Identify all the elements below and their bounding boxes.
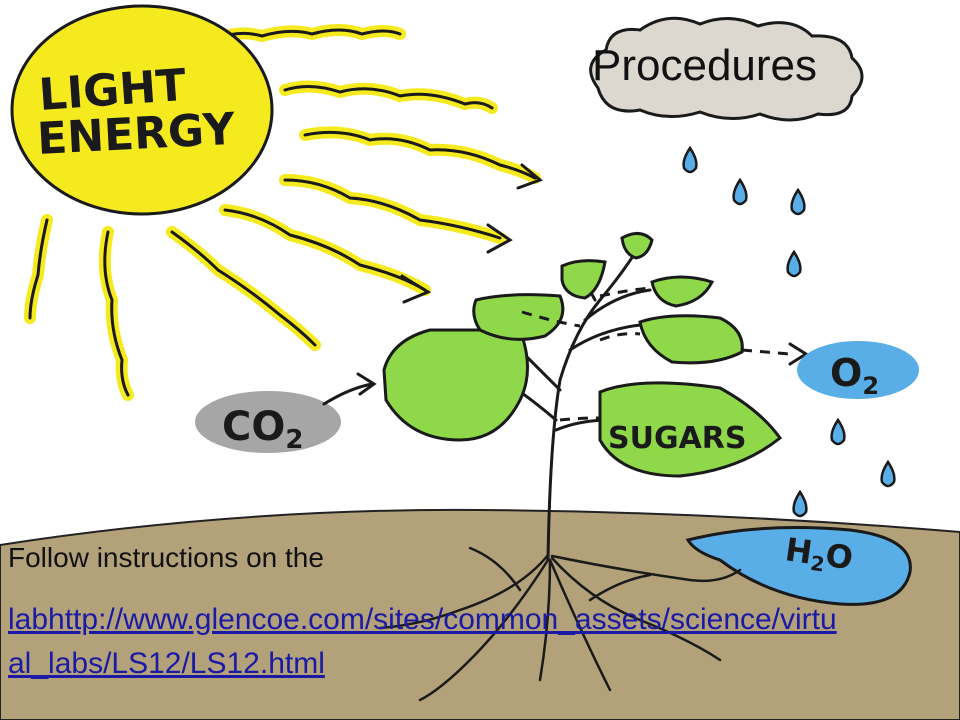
soil [0, 508, 960, 720]
lab-link[interactable]: labhttp://www.glencoe.com/sites/common_a… [8, 603, 837, 680]
plant-roots [378, 546, 742, 702]
o2-cloud [797, 341, 919, 399]
co2-arrow [322, 372, 377, 406]
rain-drops [682, 145, 896, 518]
plant-leaves [382, 232, 783, 478]
leaf-connectors [521, 286, 791, 422]
h2o-label: H2O [782, 530, 855, 580]
o2-arrow [788, 342, 809, 366]
co2-label: CO2 [222, 404, 303, 455]
sun-label-energy: ENERGY [36, 104, 237, 165]
water-puddle [685, 526, 912, 606]
title-cloud [589, 16, 864, 122]
sugars-label: SUGARS [608, 421, 747, 456]
sun-label-light: LIGHT [37, 60, 188, 121]
sun [10, 4, 274, 216]
instructions-text: Follow instructions on the [8, 542, 324, 573]
co2-cloud [195, 391, 341, 453]
slide-title: Procedures [592, 41, 818, 90]
o2-label: O2 [830, 351, 879, 400]
sun-rays [24, 24, 543, 401]
